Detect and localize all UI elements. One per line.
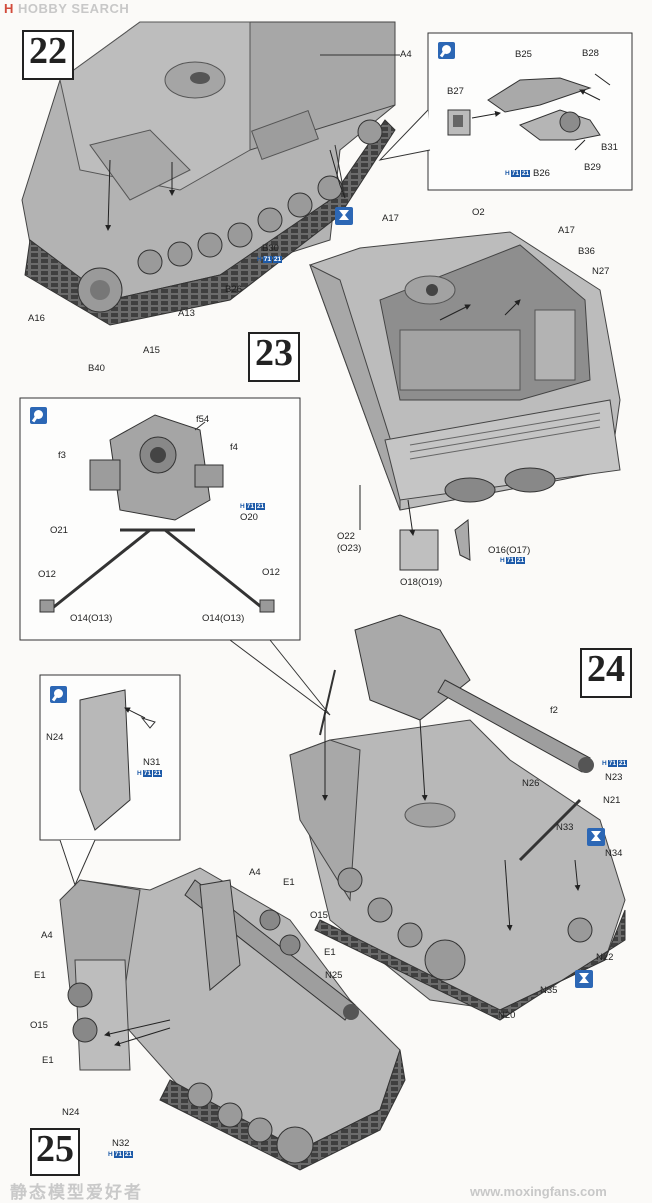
label-a16: A16	[28, 313, 45, 324]
glue-icon	[438, 42, 455, 59]
label-e1: E1	[283, 877, 295, 888]
step23-inset-parts	[39, 414, 275, 613]
label-b26-inset: B26	[533, 168, 550, 179]
step-25-number: 25	[30, 1128, 80, 1176]
label-n20: N20	[498, 1010, 516, 1021]
step25-assembly	[59, 867, 406, 1171]
label-b26: B26	[225, 284, 242, 295]
label-o20: O20	[240, 512, 258, 523]
step22-inset-parts	[447, 73, 611, 151]
label-n26: N26	[522, 778, 540, 789]
label-o15-b: O15	[30, 1020, 48, 1031]
label-b28: B28	[582, 48, 599, 59]
flag-decal-icon	[335, 207, 353, 225]
step-24-number: 24	[580, 648, 632, 698]
label-o12-b: O12	[262, 567, 280, 578]
label-e1-d: E1	[42, 1055, 54, 1066]
label-f3: f3	[58, 450, 66, 461]
label-o14-b: O14(O13)	[202, 613, 245, 624]
label-n22: N22	[596, 952, 614, 963]
label-o16: O16(O17)	[488, 545, 531, 556]
label-n21: N21	[603, 795, 621, 806]
label-n27: N27	[592, 266, 610, 277]
hobbysearch-logo: H HOBBY SEARCH	[4, 1, 130, 16]
step-23-number: 23	[248, 332, 300, 382]
top-bar: H HOBBY SEARCH	[0, 0, 652, 18]
label-a17: A17	[382, 213, 399, 224]
label-a4-s25-b: A4	[41, 930, 53, 941]
label-n34: N34	[605, 848, 623, 859]
label-f54: f54	[196, 414, 210, 425]
label-b36: B36	[578, 246, 595, 257]
label-o14: O14(O13)	[70, 613, 113, 624]
label-o18: O18(O19)	[400, 577, 443, 588]
label-n32: N32	[112, 1138, 130, 1149]
step24-assembly	[289, 614, 626, 1021]
n24-plate	[79, 689, 131, 831]
label-f2: f2	[550, 705, 558, 716]
label-b40: B40	[88, 363, 105, 374]
label-b31: B31	[601, 142, 618, 153]
label-b25: B25	[515, 49, 532, 60]
label-f4: f4	[230, 442, 238, 453]
step23-hull	[309, 231, 621, 571]
label-b30: B30	[262, 243, 279, 254]
label-n31: N31	[143, 757, 161, 768]
label-b27: B27	[447, 86, 464, 97]
label-e1-c: E1	[34, 970, 46, 981]
label-o21: O21	[50, 525, 68, 536]
watermark-url: www.moxingfans.com	[470, 1184, 607, 1199]
label-a13: A13	[178, 308, 195, 319]
label-n23: N23	[605, 772, 623, 783]
flag-decal-icon	[587, 828, 605, 846]
label-o12: O12	[38, 569, 56, 580]
label-a4: A4	[400, 49, 412, 60]
label-o23: (O23)	[337, 543, 362, 554]
label-n24: N24	[62, 1107, 80, 1118]
label-a15: A15	[143, 345, 160, 356]
flag-decal-icon	[575, 970, 593, 988]
label-n25: N25	[325, 970, 343, 981]
label-n24-inset: N24	[46, 732, 64, 743]
label-b29: B29	[584, 162, 601, 173]
step-22-number: 22	[22, 30, 74, 80]
label-o15: O15	[310, 910, 328, 921]
label-n33: N33	[556, 822, 574, 833]
label-o22: O22	[337, 531, 355, 542]
step22-hull	[21, 21, 400, 326]
glue-icon	[30, 407, 47, 424]
label-a4-s25: A4	[249, 867, 261, 878]
glue-icon	[50, 686, 67, 703]
label-o2: O2	[472, 207, 485, 218]
watermark-cn: 静态模型爱好者	[10, 1183, 143, 1202]
label-e1-b: E1	[324, 947, 336, 958]
label-a17-b: A17	[558, 225, 575, 236]
label-n35: N35	[540, 985, 558, 996]
